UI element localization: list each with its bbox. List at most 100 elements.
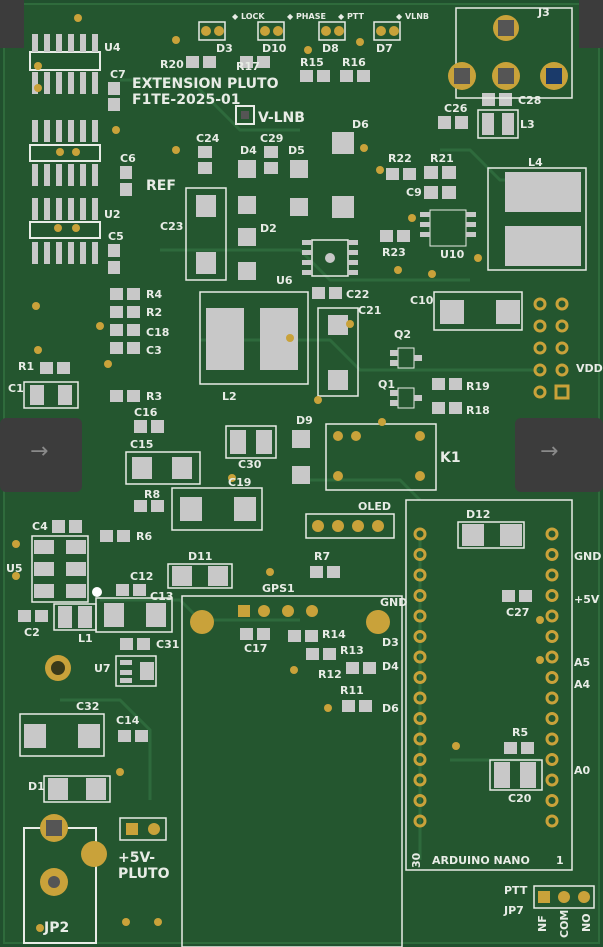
refdes-c19: C19 — [228, 476, 251, 489]
via — [324, 704, 332, 712]
via — [12, 540, 20, 548]
via — [452, 742, 460, 750]
refdes-r5: R5 — [512, 726, 528, 739]
refdes-d1: D1 — [28, 780, 45, 793]
nano-pin — [545, 548, 559, 561]
connector-j3 — [448, 7, 573, 99]
jp2-label: JP2 — [43, 920, 69, 936]
refdes-q1: Q1 — [378, 378, 395, 391]
refdes-r23: R23 — [382, 246, 406, 259]
vdd-label: VDD — [576, 362, 603, 375]
via — [154, 918, 162, 926]
refdes-d7: D7 — [376, 42, 393, 55]
nano-pin — [545, 609, 559, 623]
gps-gnd-label: GND — [380, 596, 407, 609]
nano-pin — [413, 568, 427, 582]
corner-cutout-tr — [579, 0, 603, 48]
via — [54, 224, 62, 232]
refdes-c16: C16 — [134, 406, 158, 419]
ref-label: REF — [146, 178, 176, 194]
refdes-d12: D12 — [466, 508, 490, 521]
via — [408, 214, 416, 222]
plus5v-header — [119, 817, 167, 841]
nano-pin — [545, 630, 559, 643]
via — [228, 474, 236, 482]
nano-pin — [545, 712, 559, 725]
refdes-d3: D3 — [216, 42, 233, 55]
refdes-c3: C3 — [146, 344, 162, 357]
nf-label: NF — [536, 915, 549, 932]
gps-pin-label: D6 — [382, 702, 399, 715]
via — [34, 62, 42, 70]
refdes-d6: D6 — [352, 118, 369, 131]
refdes-c22: C22 — [346, 288, 369, 301]
via — [360, 144, 368, 152]
via — [290, 666, 298, 674]
led-row — [198, 21, 401, 41]
arduino-pin30: 30 — [410, 852, 423, 868]
via — [72, 148, 80, 156]
refdes-c10: C10 — [410, 294, 434, 307]
arrow-right-icon: → — [30, 439, 48, 464]
refdes-d8: D8 — [322, 42, 339, 55]
refdes-d4: D4 — [240, 144, 257, 157]
vlnb-testpoint — [235, 105, 255, 125]
via — [428, 270, 436, 278]
refdes-d9: D9 — [296, 414, 313, 427]
no-label: NO — [580, 913, 593, 932]
refdes-c7: C7 — [110, 68, 126, 81]
via — [74, 14, 82, 22]
large-parts — [19, 109, 587, 803]
refdes-r7: R7 — [314, 550, 330, 563]
refdes-c13: C13 — [150, 590, 173, 603]
refdes-u2: U2 — [104, 208, 121, 221]
ic-u4 — [29, 34, 101, 94]
nano-pin-label: GND — [574, 550, 601, 563]
nano-pin — [413, 732, 427, 746]
nano-pin-label: A4 — [574, 678, 591, 691]
refdes-c31: C31 — [156, 638, 179, 651]
via — [346, 320, 354, 328]
nano-pin — [545, 773, 559, 787]
arduino-label: ARDUINO NANO — [432, 854, 530, 867]
nano-pin — [545, 589, 559, 602]
via — [474, 254, 482, 262]
led-label-phase: ◆ PHASE — [287, 12, 326, 21]
oled-header — [305, 513, 395, 539]
k1-label: K1 — [440, 450, 461, 466]
passives — [18, 56, 534, 754]
via — [56, 148, 64, 156]
plus5v-label-1: +5V- — [118, 850, 155, 866]
nano-pin — [413, 712, 427, 725]
refdes-u10: U10 — [440, 248, 465, 261]
nano-pin-label: A0 — [574, 764, 591, 777]
refdes-r4: R4 — [146, 288, 162, 301]
refdes-d2: D2 — [260, 222, 277, 235]
refdes-c6: C6 — [120, 152, 136, 165]
refdes-u6: U6 — [276, 274, 293, 287]
refdes-r20: R20 — [160, 58, 184, 71]
nano-pin — [545, 671, 559, 684]
via — [172, 36, 180, 44]
mount-cutout-left — [0, 418, 82, 492]
refdes-c18: C18 — [146, 326, 169, 339]
refdes-q2: Q2 — [394, 328, 411, 341]
refdes-u7: U7 — [94, 662, 111, 675]
via — [104, 360, 112, 368]
via — [96, 322, 104, 330]
via — [286, 334, 294, 342]
refdes-r21: R21 — [430, 152, 454, 165]
refdes-c12: C12 — [130, 570, 153, 583]
refdes-c2: C2 — [24, 626, 40, 639]
nano-pin-label: A5 — [574, 656, 590, 669]
refdes-r6: R6 — [136, 530, 152, 543]
via — [34, 84, 42, 92]
refdes-d11: D11 — [188, 550, 212, 563]
led-label-vlnb: ◆ VLNB — [396, 12, 429, 21]
refdes-l2: L2 — [222, 390, 237, 403]
nano-pin — [545, 753, 559, 766]
nano-pin — [413, 794, 427, 807]
nano-pin-label: +5V — [574, 593, 600, 606]
